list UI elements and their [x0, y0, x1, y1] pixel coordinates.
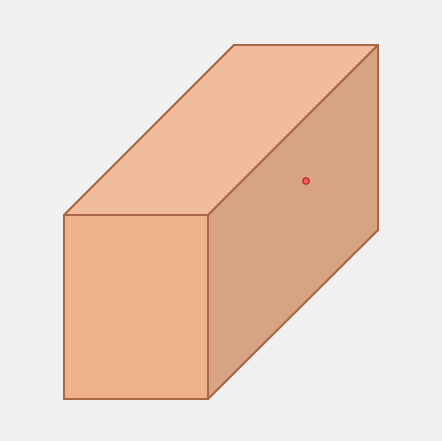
edge-top-left	[63, 44, 235, 216]
red-point-marker	[302, 177, 310, 185]
prism-front-face	[63, 214, 209, 400]
edge-top-right-diagonal	[207, 44, 379, 216]
edge-bottom-right-diagonal	[207, 229, 379, 400]
prism-edges	[63, 44, 379, 400]
